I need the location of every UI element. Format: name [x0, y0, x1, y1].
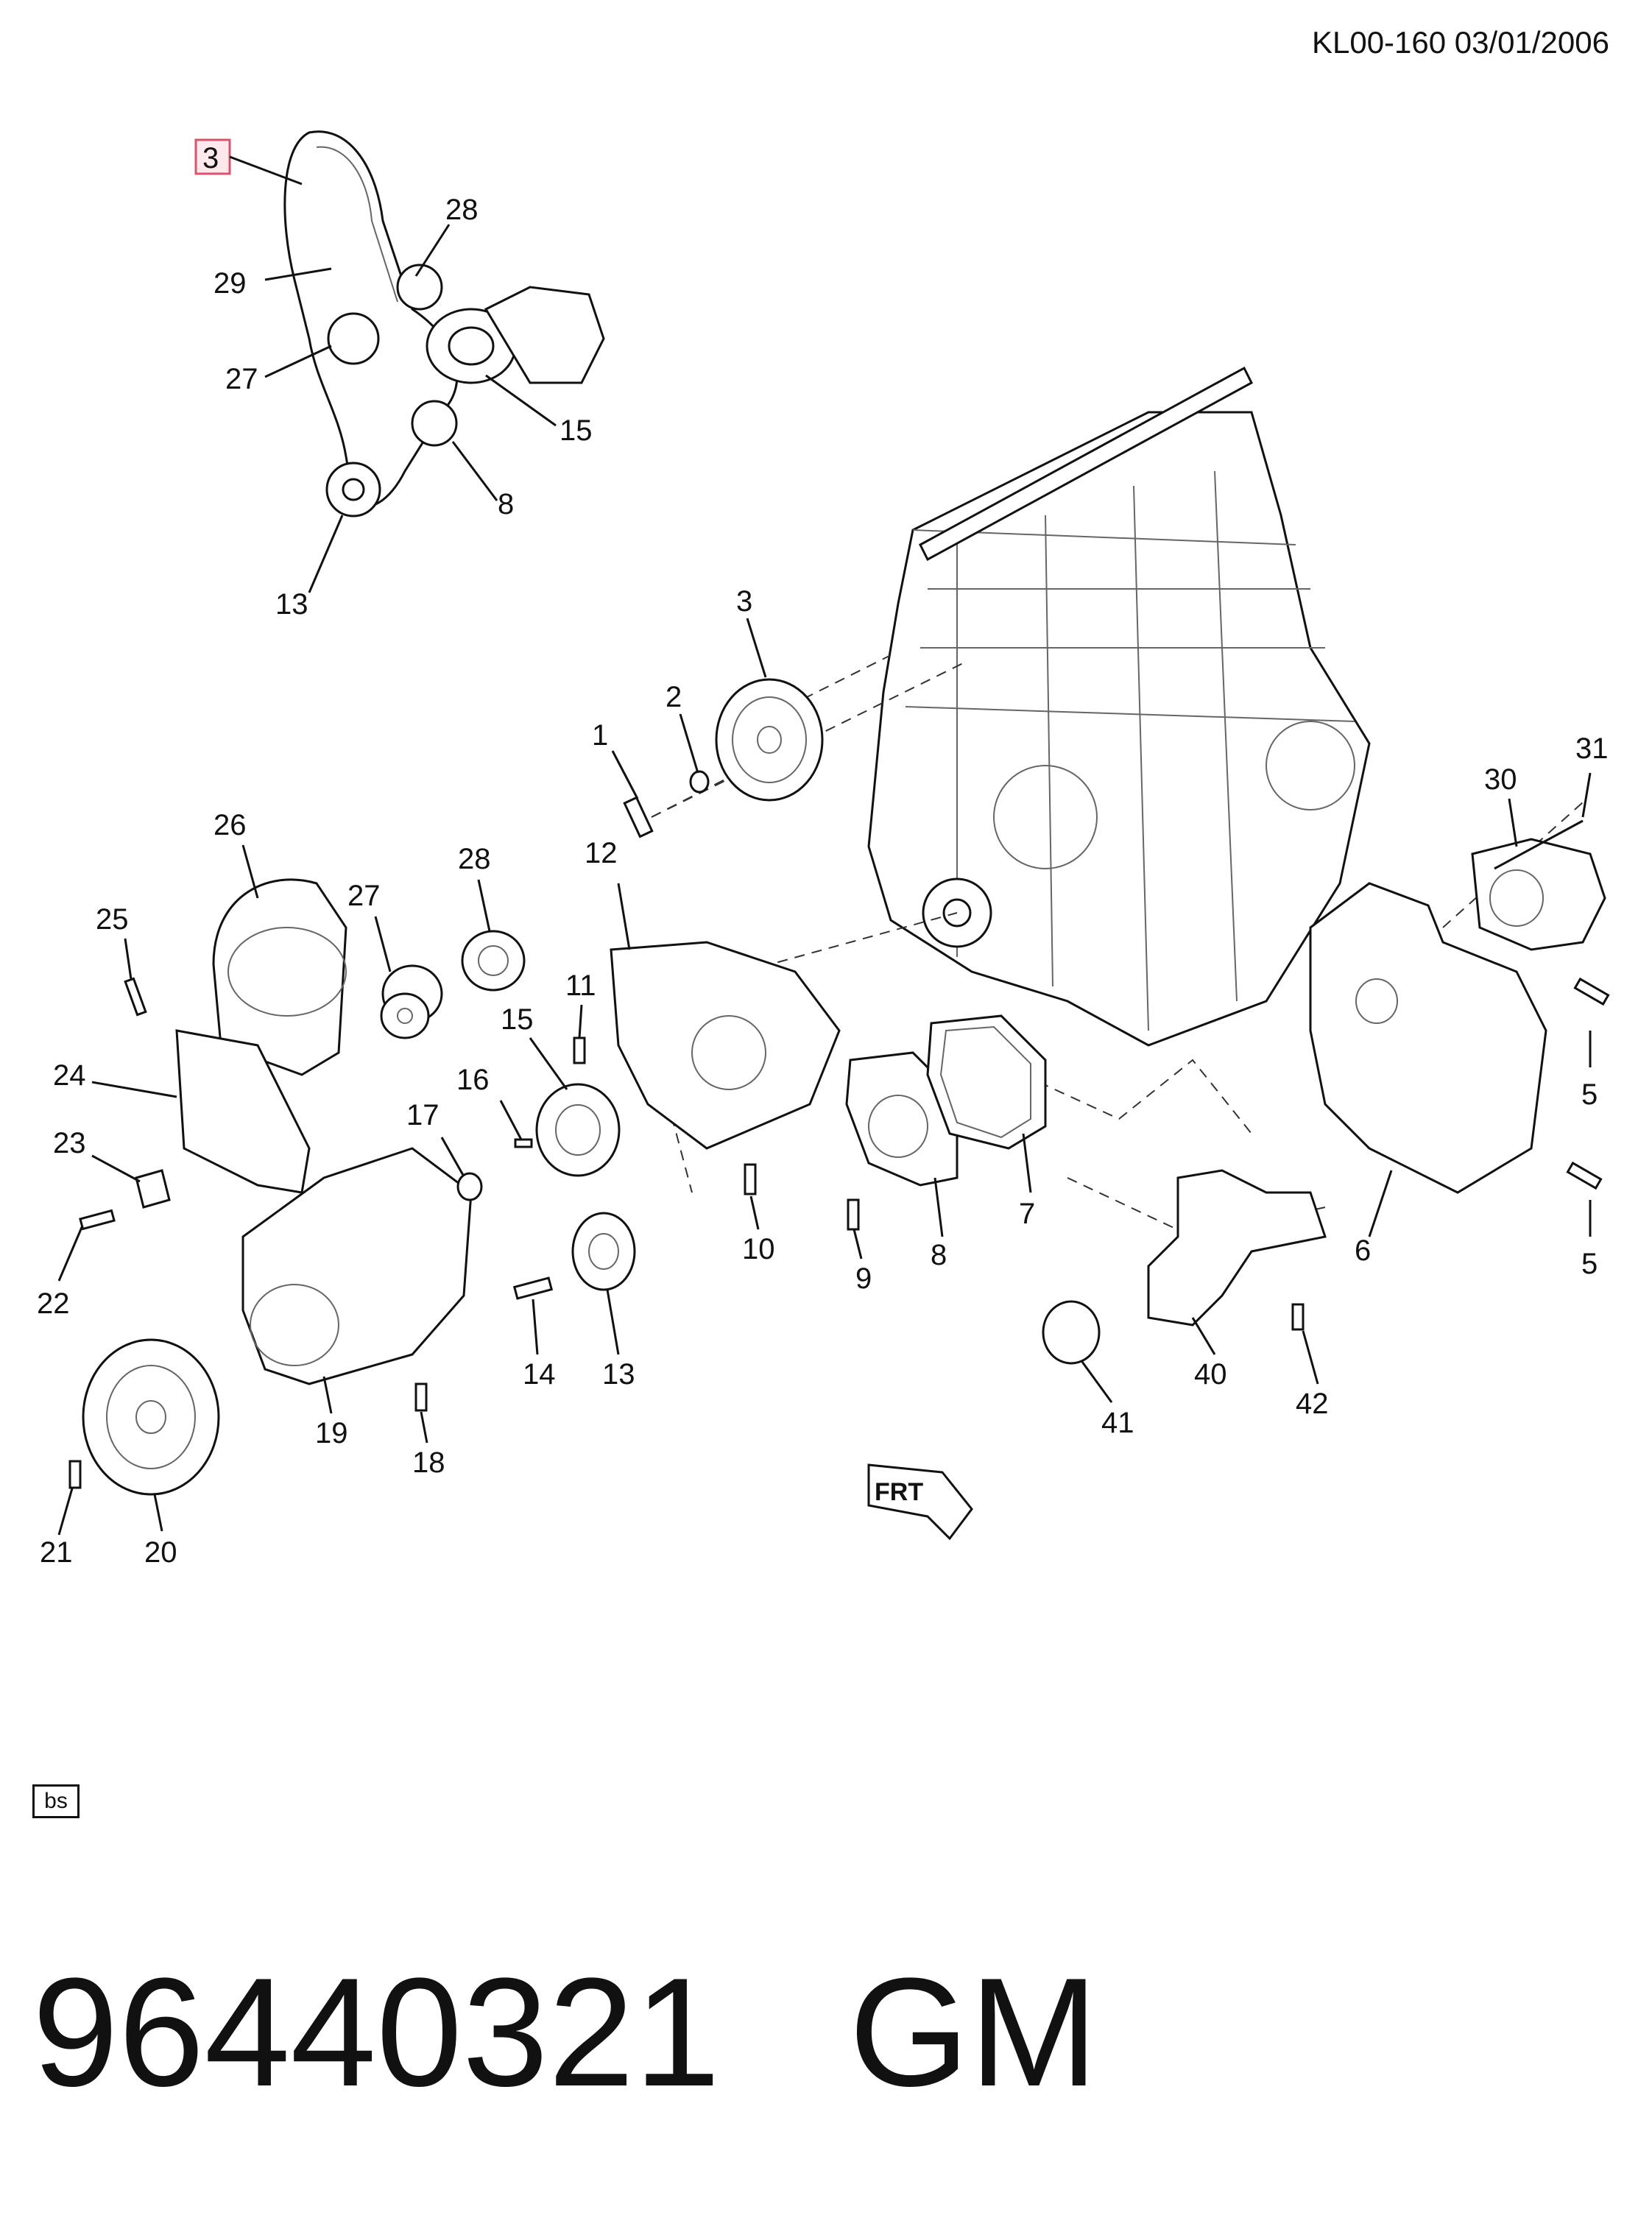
- callout-2: 2: [666, 681, 682, 713]
- callout-15: 15: [501, 1003, 534, 1036]
- high-pressure-pump-inset: [484, 286, 605, 384]
- callout-3: 3: [736, 585, 752, 618]
- callout-10: 10: [742, 1233, 775, 1265]
- callout-13-inset: 13: [275, 588, 308, 621]
- bolt-18: [414, 1382, 428, 1412]
- callout-31: 31: [1575, 732, 1609, 765]
- frt-label: FRT: [875, 1478, 923, 1506]
- callout-24: 24: [53, 1059, 86, 1092]
- timing-belt-inset: [283, 130, 459, 508]
- callout-28-inset: 28: [445, 194, 479, 226]
- stud-31: [1494, 819, 1584, 870]
- upper-timing-cover-26: [212, 878, 347, 1076]
- lower-timing-cover-19: [241, 1147, 473, 1385]
- callout-27: 27: [347, 880, 381, 912]
- callout-1: 1: [592, 719, 608, 752]
- washer-2: [689, 770, 710, 794]
- callout-9: 9: [855, 1262, 872, 1295]
- bolt-22: [79, 1209, 116, 1231]
- callout-labels: 3 28 29 27 15 8 13 1 2 3 5 5 6 7 8 9 10 …: [37, 142, 1609, 1569]
- callout-22: 22: [37, 1287, 70, 1320]
- callout-19: 19: [315, 1417, 348, 1449]
- gasket-7: [926, 1014, 1047, 1150]
- callout-18: 18: [412, 1446, 445, 1479]
- hp-pump-30: [1471, 838, 1606, 951]
- bolt-5-upper: [1573, 977, 1610, 1006]
- nut-17: [456, 1172, 483, 1201]
- bolt-14: [512, 1276, 554, 1300]
- callout-8: 8: [931, 1239, 947, 1271]
- callout-14: 14: [523, 1358, 556, 1391]
- bracket-23: [135, 1169, 171, 1209]
- callout-40: 40: [1194, 1358, 1227, 1391]
- callout-25: 25: [96, 903, 129, 936]
- leader-lines: [57, 618, 1592, 1536]
- housing-6: [1309, 882, 1547, 1194]
- callout-42: 42: [1296, 1388, 1329, 1420]
- bolt-42: [1291, 1303, 1305, 1331]
- bolt-5-lower: [1566, 1161, 1603, 1190]
- bolt-9: [847, 1198, 860, 1231]
- callout-8-inset: 8: [498, 488, 514, 520]
- callout-28: 28: [458, 843, 491, 875]
- idler-pulley-28: [461, 930, 526, 992]
- callout-3-inset: 3: [202, 142, 219, 174]
- tensioner-27: [380, 964, 443, 1039]
- callout-5-lower: 5: [1581, 1248, 1598, 1280]
- bs-badge: bs: [32, 1784, 80, 1818]
- callout-29: 29: [213, 267, 247, 300]
- bolt-25: [124, 977, 147, 1017]
- callout-21: 21: [40, 1536, 73, 1569]
- engine-block: [867, 366, 1371, 1047]
- callout-6: 6: [1355, 1234, 1371, 1267]
- diagram-code-date: KL00-160 03/01/2006: [1311, 25, 1609, 60]
- callout-30: 30: [1484, 763, 1517, 796]
- callout-5-upper: 5: [1581, 1078, 1598, 1111]
- callout-23: 23: [53, 1127, 86, 1159]
- camshaft: [919, 366, 1253, 562]
- idler-inset: [327, 312, 380, 365]
- water-outlet-40: [1147, 1169, 1327, 1327]
- part-number: 96440321: [32, 1946, 721, 2119]
- part-number-footer: 96440321 GM: [32, 1943, 1098, 2122]
- lower-roller-inset: [411, 400, 458, 447]
- callout-20: 20: [144, 1536, 177, 1569]
- water-pump-8: [845, 1051, 959, 1187]
- callout-11: 11: [565, 969, 596, 1002]
- camshaft-sprocket-3: [715, 678, 824, 802]
- seal-41: [1042, 1300, 1101, 1365]
- callout-16: 16: [456, 1064, 490, 1096]
- brand-label: GM: [849, 1946, 1098, 2119]
- crankshaft-pulley-20: [82, 1338, 220, 1496]
- front-direction-marker: FRT: [867, 1463, 973, 1541]
- callout-7: 7: [1019, 1198, 1035, 1230]
- callout-13: 13: [602, 1358, 635, 1391]
- inner-timing-cover-12: [610, 941, 841, 1150]
- callout-27-inset: 27: [225, 363, 258, 395]
- callout-15-inset: 15: [560, 414, 593, 447]
- callout-12: 12: [585, 837, 618, 869]
- bolt-10: [744, 1163, 757, 1195]
- pump-sprocket-15: [535, 1083, 621, 1177]
- highlight-box: [194, 138, 231, 175]
- key-16: [514, 1138, 533, 1148]
- bolt-11: [573, 1036, 586, 1064]
- callout-26: 26: [213, 809, 247, 841]
- belt-routing-inset: [194, 130, 605, 593]
- callout-17: 17: [406, 1099, 440, 1131]
- bolt-1: [623, 796, 654, 838]
- crank-sprocket-13: [571, 1212, 636, 1291]
- roller-inset: [396, 264, 443, 311]
- callout-41: 41: [1101, 1407, 1134, 1439]
- bolt-21: [68, 1460, 82, 1489]
